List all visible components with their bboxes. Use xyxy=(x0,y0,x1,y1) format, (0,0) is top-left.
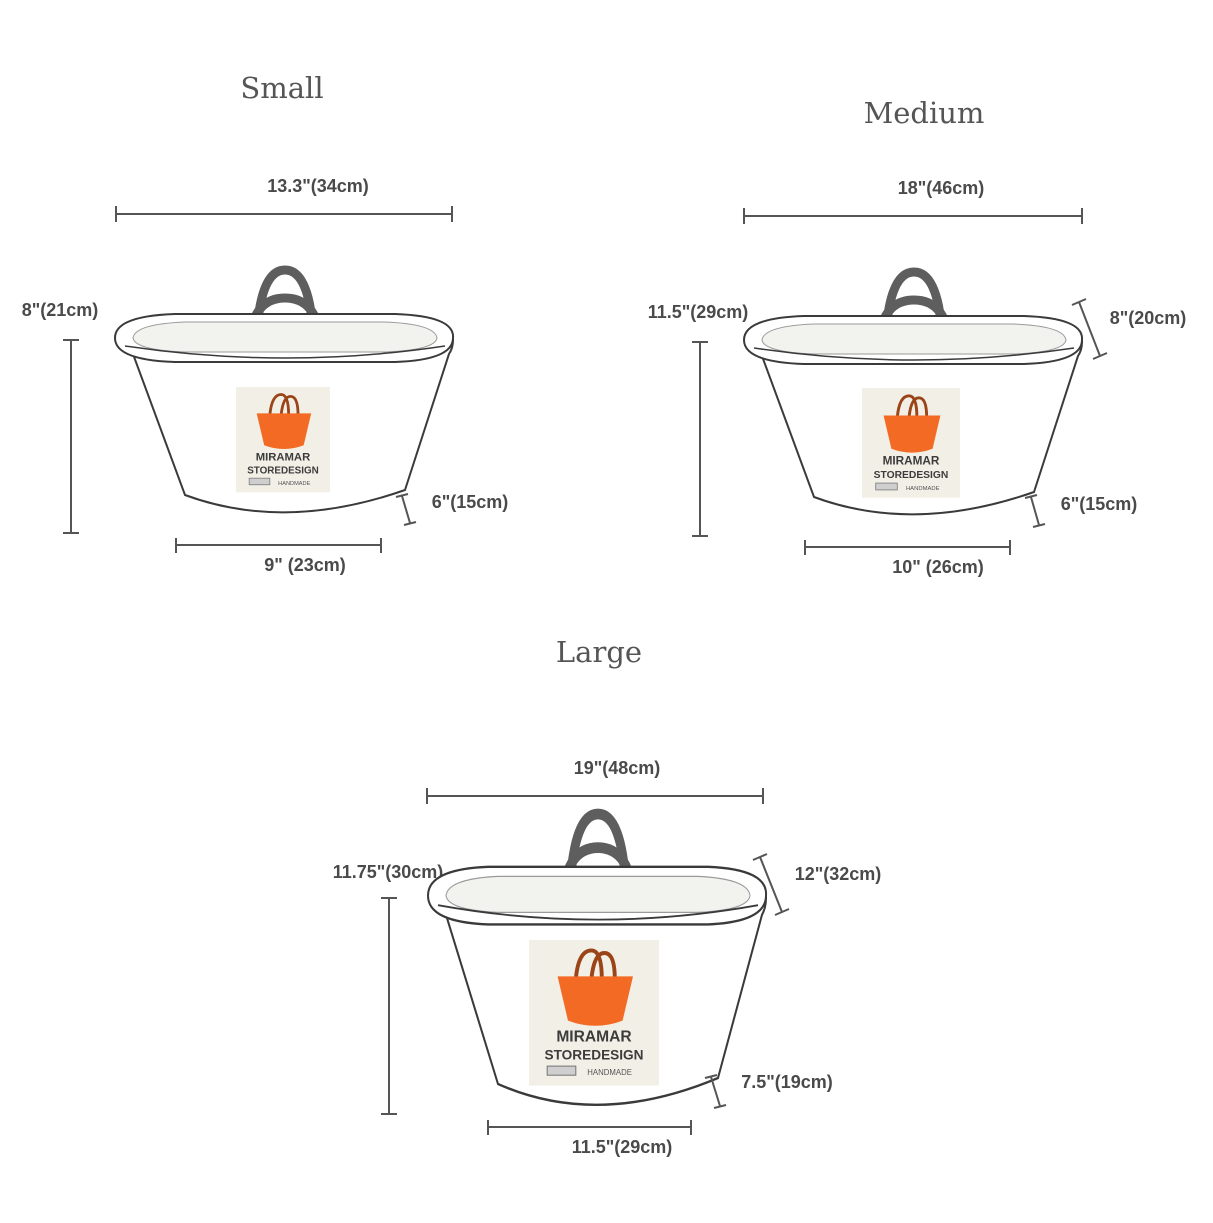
bag-small: Small 13.3"(34cm) 8"(21cm) MIRAMAR STORE… xyxy=(22,71,509,575)
bag-large: Large 19"(48cm) 11.75"(30cm) 12"(32cm) xyxy=(333,635,882,1157)
handle-height-label-medium: 8"(20cm) xyxy=(1110,308,1187,328)
height-label-large: 11.75"(30cm) xyxy=(333,862,444,882)
size-title-small: Small xyxy=(240,71,323,105)
size-title-medium: Medium xyxy=(864,96,985,130)
svg-text:HANDMADE: HANDMADE xyxy=(278,481,310,487)
handle-height-line-medium xyxy=(1071,298,1108,360)
height-line-medium xyxy=(692,341,708,537)
top-width-label-large: 19"(48cm) xyxy=(574,758,661,778)
base-depth-label-medium: 6"(15cm) xyxy=(1061,494,1138,514)
base-width-label-medium: 10" (26cm) xyxy=(892,557,984,577)
hand-icon xyxy=(546,1065,577,1076)
base-depth-label-large: 7.5"(19cm) xyxy=(741,1072,833,1092)
top-width-line-medium xyxy=(743,208,1083,224)
logo-bag-icon xyxy=(256,413,312,450)
top-width-line-large xyxy=(426,788,764,804)
base-depth-line-medium xyxy=(1024,494,1046,528)
height-line-small xyxy=(63,339,79,534)
base-width-label-large: 11.5"(29cm) xyxy=(572,1137,673,1157)
svg-text:MIRAMAR: MIRAMAR xyxy=(256,451,310,463)
svg-text:HANDMADE: HANDMADE xyxy=(906,486,940,492)
base-width-line-small xyxy=(175,538,382,553)
svg-text:HANDMADE: HANDMADE xyxy=(587,1068,632,1077)
svg-text:MIRAMAR: MIRAMAR xyxy=(556,1028,631,1045)
base-depth-line-small xyxy=(395,493,417,526)
svg-text:MIRAMAR: MIRAMAR xyxy=(883,454,940,467)
height-line-large xyxy=(381,897,397,1115)
base-width-label-small: 9" (23cm) xyxy=(264,555,346,575)
svg-text:STOREDESIGN: STOREDESIGN xyxy=(874,470,949,481)
logo-bag-icon xyxy=(557,976,633,1026)
hand-icon xyxy=(248,477,271,486)
top-width-label-small: 13.3"(34cm) xyxy=(267,176,369,196)
logo-bag-icon xyxy=(883,415,941,453)
bag-medium: Medium 18"(46cm) 11.5"(29cm) 8"(20cm) xyxy=(648,96,1187,577)
svg-text:STOREDESIGN: STOREDESIGN xyxy=(544,1048,643,1063)
hand-icon xyxy=(875,482,898,491)
base-width-line-large xyxy=(487,1120,692,1135)
size-title-large: Large xyxy=(556,635,642,669)
logo-medium: MIRAMAR STOREDESIGN HANDMADE xyxy=(862,388,960,498)
base-width-line-medium xyxy=(804,540,1011,555)
logo-small: MIRAMAR STOREDESIGN HANDMADE xyxy=(236,387,330,493)
base-depth-label-small: 6"(15cm) xyxy=(432,492,509,512)
top-width-line-small xyxy=(115,206,453,222)
height-label-small: 8"(21cm) xyxy=(22,300,99,320)
svg-text:STOREDESIGN: STOREDESIGN xyxy=(247,465,319,476)
logo-large: MIRAMAR STOREDESIGN HANDMADE xyxy=(529,940,659,1086)
handle-height-label-large: 12"(32cm) xyxy=(795,864,882,884)
handle-height-line-large xyxy=(752,853,790,916)
base-depth-line-large xyxy=(704,1074,727,1109)
height-label-medium: 11.5"(29cm) xyxy=(648,302,749,322)
top-width-label-medium: 18"(46cm) xyxy=(898,178,985,198)
